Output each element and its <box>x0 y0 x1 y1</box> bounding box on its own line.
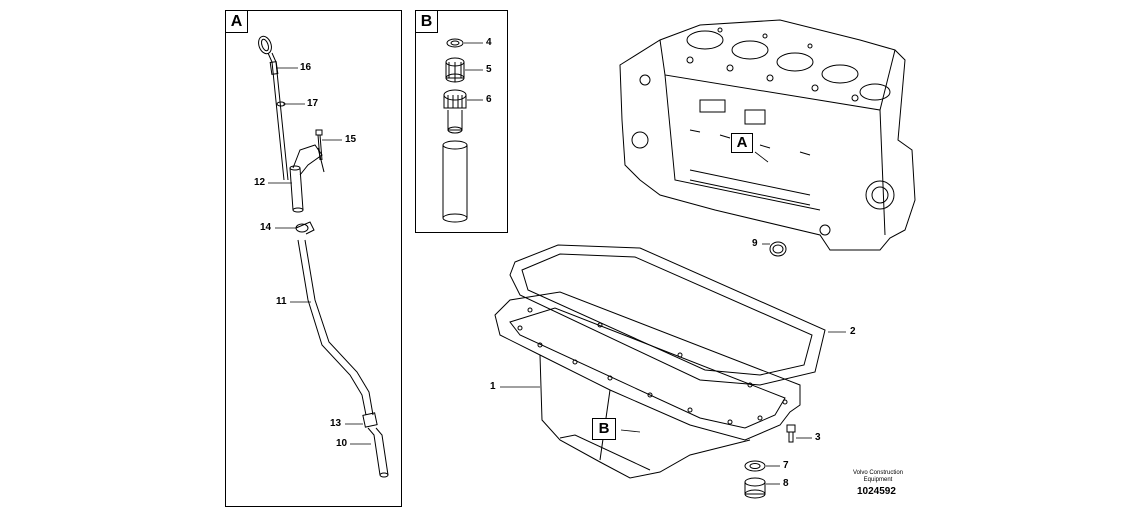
oil-pan <box>494 291 801 479</box>
oil-pan-gasket <box>509 244 826 386</box>
document-number: 1024592 <box>857 486 896 497</box>
callout-16: 16 <box>300 62 312 73</box>
callout-17: 17 <box>307 98 319 109</box>
drain-plug-assembly <box>442 38 468 223</box>
reference-tag-a: A <box>731 133 753 153</box>
detail-a-label: A <box>226 11 248 33</box>
callout-6: 6 <box>486 94 492 105</box>
callout-12: 12 <box>254 177 266 188</box>
dipstick-assembly <box>258 35 389 478</box>
callout-3: 3 <box>815 432 821 443</box>
reference-tag-b: B <box>592 418 616 440</box>
callout-1: 1 <box>490 381 496 392</box>
callout-4: 4 <box>486 37 492 48</box>
publisher-credit: Volvo Construction Equipment <box>852 470 904 483</box>
callout-11: 11 <box>276 296 287 307</box>
callout-13: 13 <box>330 418 342 429</box>
callout-8: 8 <box>783 478 789 489</box>
leader-lines <box>268 42 846 485</box>
detail-b-box: B <box>415 10 508 233</box>
callout-2: 2 <box>850 326 856 337</box>
detail-b-label: B <box>416 11 438 33</box>
callout-5: 5 <box>486 64 492 75</box>
engine-block <box>619 19 916 251</box>
callout-14: 14 <box>260 222 272 233</box>
callout-15: 15 <box>345 134 357 145</box>
callout-7: 7 <box>783 460 789 471</box>
detail-a-box: A <box>225 10 402 507</box>
callout-10: 10 <box>336 438 348 449</box>
callout-9: 9 <box>752 238 758 249</box>
